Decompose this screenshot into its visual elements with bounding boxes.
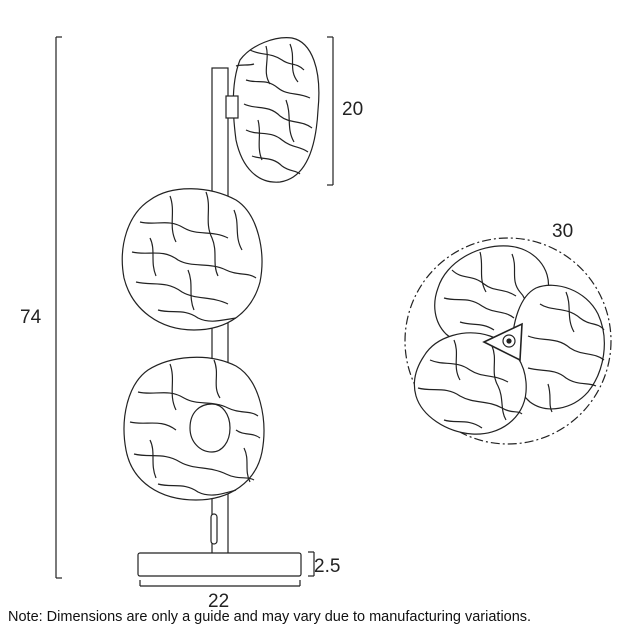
total-height-label: 74: [20, 307, 42, 328]
lamp-base: [137, 552, 302, 577]
lower-shade: [123, 356, 265, 501]
base-thickness-label: 2.5: [314, 556, 340, 577]
top-view: [404, 237, 612, 445]
top-view-center-hub: [482, 322, 523, 362]
base-width-dimension-line: [139, 580, 301, 587]
top-view-shade-3: [413, 332, 527, 435]
side-view: [55, 36, 334, 587]
base-thickness-dimension-line: [308, 551, 315, 577]
top-shade: [225, 37, 320, 183]
shade-height-dimension-line: [327, 36, 334, 186]
dimensions-disclaimer-note: Note: Dimensions are only a guide and ma…: [8, 609, 532, 625]
total-height-dimension-line: [55, 36, 62, 579]
top-view-diameter-label: 30: [552, 221, 573, 242]
top-view-diameter-circle: [404, 237, 612, 445]
shade-height-label: 20: [342, 99, 363, 120]
stem-switch: [210, 513, 218, 545]
base-width-label: 22: [208, 591, 229, 612]
middle-shade: [121, 188, 263, 331]
